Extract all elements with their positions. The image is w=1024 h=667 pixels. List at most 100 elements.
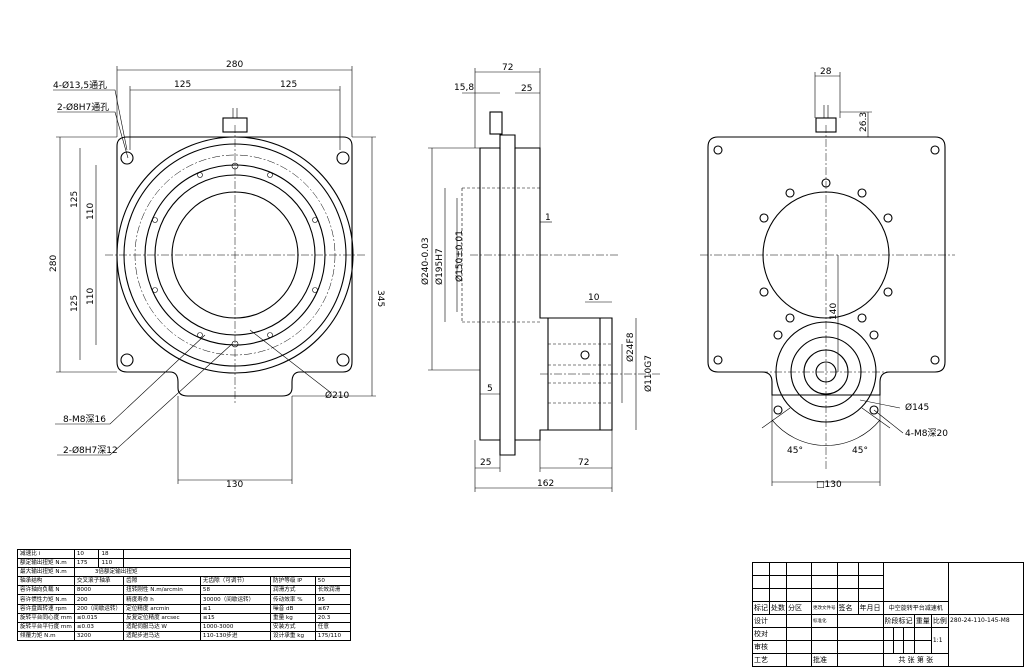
cell: 30000（间歇运转） bbox=[199, 594, 272, 605]
drawing-number: 280-24-110-145-M8 bbox=[948, 614, 1024, 667]
cell: 任意 bbox=[314, 621, 352, 632]
cell: ≤1 bbox=[199, 603, 272, 614]
dim-10: 10 bbox=[588, 293, 600, 303]
cell: 95 bbox=[314, 594, 352, 605]
dim-square: □130 bbox=[816, 480, 842, 490]
table-row: 倾覆力矩 N.m 3200 适配步进马达 110-130步进 设计承重 kg 1… bbox=[17, 630, 352, 641]
h-zone: 分区 bbox=[786, 601, 812, 615]
cell: 1000-3000 bbox=[199, 621, 272, 632]
h-docno: 更改文件号 bbox=[811, 601, 838, 615]
check-label: 校对 bbox=[752, 627, 787, 641]
cell: 轴承结构 bbox=[17, 576, 75, 587]
table-row: 轴承结构 交叉滚子轴承 齿隙 无齿隙（可调节） 防护等级 IP 50 bbox=[17, 576, 352, 587]
dim-height: 280 bbox=[49, 255, 59, 272]
weight-label: 重量 bbox=[913, 614, 932, 628]
h-date: 年月日 bbox=[857, 601, 884, 615]
cell: 8000 bbox=[73, 585, 125, 596]
cell: 3200 bbox=[73, 630, 125, 641]
dim-v-110-bottom: 110 bbox=[86, 288, 96, 305]
side-view: 72 15,8 25 1 10 5 Ø240-0.03 Ø195H7 Ø150±… bbox=[420, 63, 660, 492]
table-row: 容许盘面转速 rpm 200（间歇运转） 定位精度 arcmin ≤1 噪音 d… bbox=[17, 603, 352, 614]
dim-d195: Ø195H7 bbox=[434, 248, 445, 285]
dim-d150: Ø150±0.01 bbox=[454, 230, 465, 282]
cell: ≤0.015 bbox=[73, 612, 125, 623]
dim-26-3: 26.3 bbox=[859, 112, 869, 132]
cell: 容许盘面转速 rpm bbox=[17, 603, 75, 614]
label-d145: Ø145 bbox=[905, 402, 929, 413]
cell: 容许惯性力矩 N.m bbox=[17, 594, 75, 605]
dim-bottom: 130 bbox=[226, 480, 243, 490]
dim-half-right: 125 bbox=[280, 80, 297, 90]
label-tapped: 8-M8深16 bbox=[63, 414, 106, 425]
cell: 反复定位精度 arcsec bbox=[123, 612, 201, 623]
cell: 最大输出扭矩 N.m bbox=[17, 567, 75, 578]
dim-25-bottom: 25 bbox=[480, 458, 491, 468]
label-pin-blind: 2-Ø8H7深12 bbox=[63, 445, 118, 456]
title-block: 标记 处数 分区 更改文件号 签名 年月日 中空旋转平台减速机 设计 标准化 阶… bbox=[752, 562, 1024, 667]
table-row: 减速比 i 10 18 bbox=[17, 548, 351, 560]
cell: 适配步进马达 bbox=[123, 630, 201, 641]
cell: 3倍额定输出扭矩 bbox=[73, 567, 352, 578]
table-row: 最大输出扭矩 N.m 3倍额定输出扭矩 bbox=[17, 567, 352, 578]
table-row: 容许轴向负载 N 8000 扭转刚性 N.m/arcmin 58 润滑方式 长效… bbox=[17, 585, 352, 596]
dim-total-height: 345 bbox=[375, 290, 385, 307]
table-row: 旋转平台同心度 mm ≤0.015 反复定位精度 arcsec ≤15 重量 k… bbox=[17, 612, 352, 623]
label-pin-through: 2-Ø8H7通孔 bbox=[57, 102, 109, 113]
dim-72-bottom: 72 bbox=[578, 458, 589, 468]
cell: 110 bbox=[98, 558, 125, 569]
cell: 重量 kg bbox=[270, 612, 316, 623]
cell: 设计承重 kg bbox=[270, 630, 316, 641]
cell: 18 bbox=[98, 548, 125, 560]
cell: 传动效率 % bbox=[270, 594, 316, 605]
h-sign: 签名 bbox=[836, 601, 859, 615]
cell: 定位精度 arcmin bbox=[123, 603, 201, 614]
cell: ≤15 bbox=[199, 612, 272, 623]
front-view: 280 125 125 280 125 110 125 110 345 130 … bbox=[49, 60, 385, 490]
dim-d110: Ø110G7 bbox=[643, 355, 654, 392]
cell bbox=[123, 558, 351, 569]
table-row: 旋转平台平行度 mm ≤0.03 适配伺服马达 W 1000-3000 安装方式… bbox=[17, 621, 352, 632]
product-name: 中空旋转平台减速机 bbox=[882, 601, 949, 615]
dim-d24: Ø24F8 bbox=[625, 332, 636, 362]
sheet-count: 共 张 第 张 bbox=[882, 653, 949, 667]
cell: 润滑方式 bbox=[270, 585, 316, 596]
cell: 20.3 bbox=[314, 612, 352, 623]
dim-width: 280 bbox=[226, 60, 243, 70]
cell: 扭转刚性 N.m/arcmin bbox=[123, 585, 201, 596]
scale-label: 比例 bbox=[930, 614, 950, 628]
table-row: 容许惯性力矩 N.m 200 精度寿命 h 30000（间歇运转） 传动效率 %… bbox=[17, 594, 352, 605]
scale-value: 1:1 bbox=[930, 627, 950, 654]
table-row: 额定输出扭矩 N.m 175 110 bbox=[17, 558, 351, 569]
dim-28: 28 bbox=[820, 67, 832, 77]
dim-72-top: 72 bbox=[502, 63, 513, 73]
dim-162: 162 bbox=[537, 479, 554, 489]
cell: 110-130步进 bbox=[199, 630, 272, 641]
cell: 防护等级 IP bbox=[270, 576, 316, 587]
cell: 旋转平台同心度 mm bbox=[17, 612, 75, 623]
cell: 175/110 bbox=[314, 630, 352, 641]
cell: 175 bbox=[73, 558, 100, 569]
cell: 适配伺服马达 W bbox=[123, 621, 201, 632]
label-tapped-rear: 4-M8深20 bbox=[905, 428, 948, 439]
cell: 精度寿命 h bbox=[123, 594, 201, 605]
dim-v-110-top: 110 bbox=[86, 203, 96, 220]
design-label: 设计 bbox=[752, 614, 787, 628]
spec-table: 减速比 i 10 18 额定输出扭矩 N.m 175 110 最大输出扭矩 N.… bbox=[17, 548, 352, 641]
dim-15-8: 15,8 bbox=[454, 83, 474, 93]
cell: 200（间歇运转） bbox=[73, 603, 125, 614]
cell: 10 bbox=[73, 548, 100, 560]
cell: 58 bbox=[199, 585, 272, 596]
cell: 噪音 dB bbox=[270, 603, 316, 614]
dim-v-125-top: 125 bbox=[70, 191, 80, 208]
dim-140: 140 bbox=[829, 303, 839, 320]
process-label: 工艺 bbox=[752, 653, 787, 667]
review-label: 审核 bbox=[752, 640, 787, 654]
cell: 长效润滑 bbox=[314, 585, 352, 596]
dim-d240: Ø240-0.03 bbox=[420, 237, 431, 285]
cell: 200 bbox=[73, 594, 125, 605]
approve-label: 批准 bbox=[811, 653, 838, 667]
cell: 容许轴向负载 N bbox=[17, 585, 75, 596]
label-pcd: Ø210 bbox=[325, 390, 350, 401]
cell: ≤0.03 bbox=[73, 621, 125, 632]
cell: 无齿隙（可调节） bbox=[199, 576, 272, 587]
